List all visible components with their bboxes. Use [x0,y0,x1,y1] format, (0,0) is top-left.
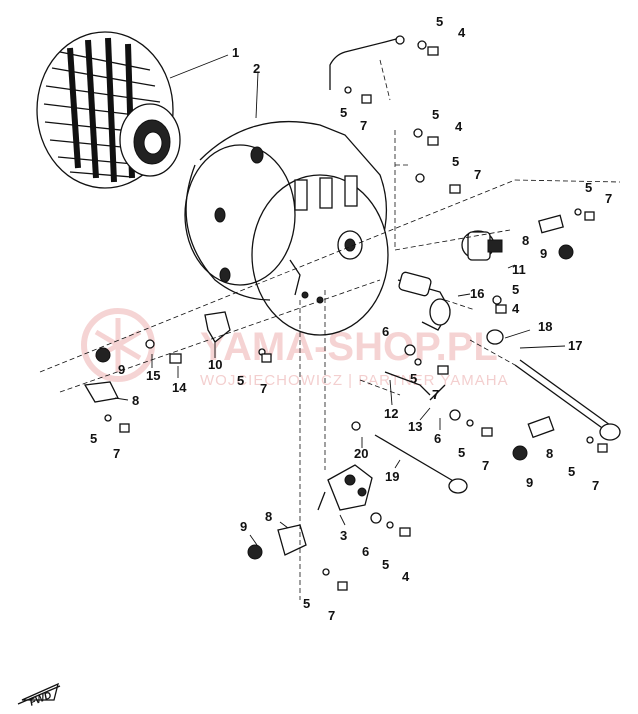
part-long-bolt [514,359,621,441]
callout-6a: 6 [382,324,389,339]
part-bracket-8-right [527,415,555,439]
callout-15: 15 [146,368,160,383]
callout-3: 3 [340,528,347,543]
callout-5j: 5 [237,373,244,388]
part-bracket-8-bottom [277,524,307,556]
part-bracket-8-top [538,214,564,234]
callout-5f: 5 [512,282,519,297]
callout-7c: 7 [605,191,612,206]
callout-5g: 5 [410,371,417,386]
callout-4d: 4 [402,569,410,584]
callout-7h: 7 [113,446,120,461]
part-governor [397,271,451,331]
callout-10: 10 [208,357,222,372]
callout-7d: 7 [432,387,439,402]
watermark-subtitle: WOJCIECHOWICZ | PARTNER YAMAHA [200,372,509,389]
part-contact-breaker [317,464,373,511]
callout-19: 19 [385,469,399,484]
part-brush-holder [461,230,503,261]
callout-8b: 8 [546,446,553,461]
callout-5c: 5 [432,107,439,122]
callout-1: 1 [232,45,239,60]
callout-7g: 7 [260,381,267,396]
callout-20: 20 [354,446,368,461]
part-stator-housing [184,120,389,336]
callout-16: 16 [470,286,484,301]
part-rotor [36,31,181,189]
callout-12: 12 [384,406,398,421]
watermark-brand: YAMA-SHOP.PL [200,325,498,369]
callout-2: 2 [253,61,260,76]
callout-6b: 6 [434,431,441,446]
part-bolt-19 [374,434,468,494]
callout-7e: 7 [482,458,489,473]
part-wire-upper [329,35,405,90]
callout-11: 11 [512,262,526,277]
callout-5a: 5 [436,14,443,29]
callout-9b: 9 [526,475,533,490]
callout-5e: 5 [585,180,592,195]
callout-5m: 5 [303,596,310,611]
callout-8c: 8 [132,393,139,408]
callout-5h: 5 [458,445,465,460]
callout-6c: 6 [362,544,369,559]
callout-4c: 4 [512,301,520,316]
callout-13: 13 [408,419,422,434]
callout-4b: 4 [455,119,463,134]
callout-17: 17 [568,338,582,353]
callout-9c: 9 [118,362,125,377]
callout-7a: 7 [360,118,367,133]
callout-5l: 5 [382,557,389,572]
callout-7f: 7 [592,478,599,493]
fwd-label: FWD [28,690,53,709]
part-bracket-8-left [83,381,119,403]
callout-14: 14 [172,380,187,395]
alignment-lines [39,59,621,600]
callout-18: 18 [538,319,552,334]
part-bracket-10 [204,311,231,343]
part-springs [95,244,574,560]
part-fasteners [104,40,608,591]
callout-9d: 9 [240,519,247,534]
callout-5k: 5 [90,431,97,446]
leader-lines [114,54,566,546]
callout-7b: 7 [474,167,481,182]
callout-5i: 5 [568,464,575,479]
callout-9a: 9 [540,246,547,261]
callout-labels: 1 2 5 4 5 7 5 4 5 7 5 7 8 9 11 16 5 4 18… [90,14,612,623]
callout-8a: 8 [522,233,529,248]
callout-5d: 5 [452,154,459,169]
fwd-direction-badge: FWD [17,682,61,709]
callout-4a: 4 [458,25,466,40]
callout-8d: 8 [265,509,272,524]
callout-7i: 7 [328,608,335,623]
watermark: YAMA-SHOP.PL WOJCIECHOWICZ | PARTNER YAM… [81,308,509,389]
callout-5b: 5 [340,105,347,120]
